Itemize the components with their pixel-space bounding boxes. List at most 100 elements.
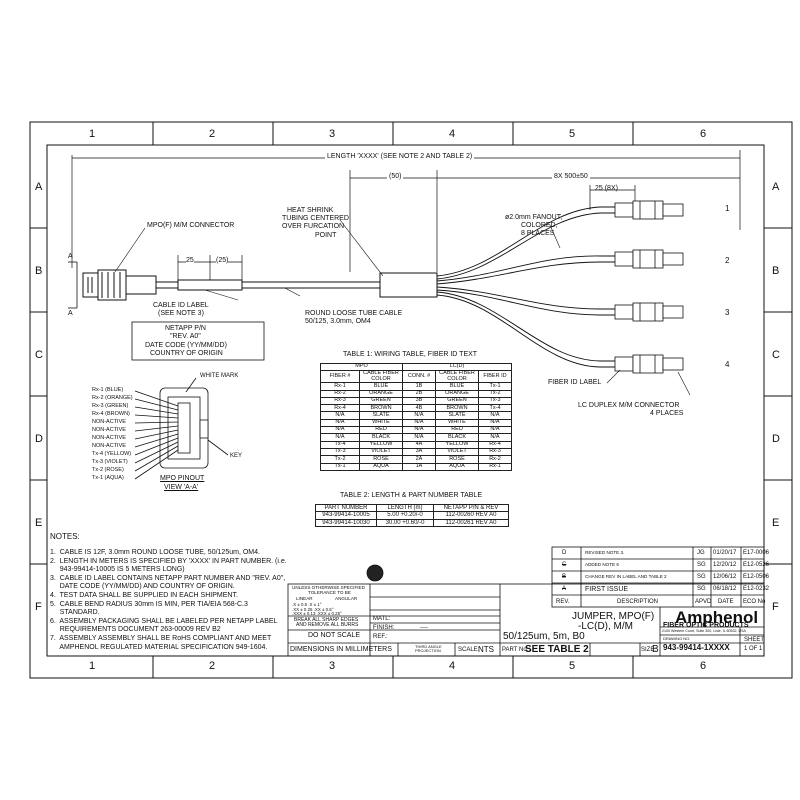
- revision-desc: REVISED NOTE 3.: [585, 550, 625, 555]
- division-name: FIBER OPTIC PRODUCTS: [663, 622, 749, 629]
- zone-row-a: A: [35, 181, 43, 193]
- table2-header: LENGTH (m): [376, 503, 434, 513]
- cable-id-callout-2: (SEE NOTE 3): [158, 310, 204, 317]
- company-logo-text: Amphenol: [675, 608, 759, 627]
- round-cable-callout-1: ROUND LOOSE TUBE CABLE: [305, 310, 403, 317]
- pinout-fiber-label: Rx-1 (BLUE): [92, 387, 124, 393]
- breakout-dim-label: 8X 500±50: [552, 173, 590, 180]
- size-value: B: [652, 644, 659, 655]
- revision-desc: FIRST ISSUE: [585, 586, 629, 593]
- table-cell: N/A: [478, 411, 512, 420]
- zone-col-2-bottom: 2: [209, 660, 216, 672]
- fiber-id-callout: FIBER ID LABEL: [548, 379, 602, 386]
- zone-row-e: E: [35, 517, 43, 529]
- table-cell: N/A: [320, 411, 360, 420]
- table-cell: N/A: [478, 418, 512, 428]
- label-box-line-4: COUNTRY OF ORIGIN: [150, 350, 223, 357]
- pinout-fiber-label: NON-ACTIVE: [92, 443, 126, 449]
- revision-apvd: SG: [697, 574, 706, 580]
- table-cell: 112-00261 REV A0: [433, 518, 509, 527]
- table-cell: Rx-4: [478, 440, 512, 449]
- drawing-title-3: 50/125um, 5m, B0: [503, 631, 585, 642]
- note-line: 4. TEST DATA SHALL BE SUPPLIED IN EACH S…: [50, 592, 238, 599]
- table-cell: Rx-1: [478, 462, 512, 471]
- heat-shrink-callout-2: TUBING CENTERED: [282, 215, 349, 222]
- pinout-title-1: MPO PINOUT: [160, 475, 205, 482]
- table-cell: 1B: [402, 382, 436, 391]
- table-cell: Tx-1: [320, 462, 360, 471]
- zone-row-c: C: [35, 349, 43, 361]
- table-cell: Tx-3: [320, 447, 360, 457]
- table-cell: Tx-4: [320, 440, 360, 449]
- zone-col-4: 4: [449, 128, 456, 140]
- table-cell: BROWN: [435, 404, 479, 413]
- zone-row-b-right: B: [772, 265, 780, 277]
- table-cell: Rx-4: [320, 404, 360, 413]
- note-line: 943-99414-10005 IS 5 METERS LONG): [50, 566, 185, 574]
- part-no-value: SEE TABLE 2: [525, 644, 589, 655]
- finish-label: FINISH:: [373, 625, 395, 631]
- table-cell: N/A: [402, 426, 436, 435]
- table-cell: Rx-2: [478, 455, 512, 464]
- mpo-pinout-drawing: [134, 377, 229, 480]
- fanout-callout-2: COLORED,: [521, 222, 558, 229]
- tolerance-linear: LINEAR: [296, 596, 313, 601]
- do-not-scale: DO NOT SCALE: [308, 632, 360, 639]
- part-no-label: PART No.:: [502, 647, 531, 653]
- table-cell: Rx-2: [320, 389, 360, 398]
- table-cell: 30.00 +0.60/-0: [376, 518, 434, 527]
- table-cell: VIOLET: [435, 447, 479, 457]
- fifty-dim-label: (50): [387, 173, 404, 180]
- heat-shrink-callout-1: HEAT SHRINK: [287, 207, 334, 214]
- lc-connectors: [614, 200, 684, 374]
- notes-title: NOTES:: [50, 532, 80, 541]
- zone-col-1: 1: [89, 128, 96, 140]
- leg-number-4: 4: [725, 360, 730, 369]
- table-cell: ORANGE: [359, 389, 403, 398]
- pinout-fiber-label: NON-ACTIVE: [92, 419, 126, 425]
- length-dimension: [71, 150, 741, 290]
- revision-apvd: SG: [697, 586, 706, 592]
- key-label: KEY: [230, 453, 243, 459]
- mpo-connector-callout: MPO(F) M/M CONNECTOR: [147, 222, 235, 229]
- pinout-fiber-label: Rx-2 (ORANGE): [92, 395, 133, 401]
- pinout-fiber-label: Tx-4 (YELLOW): [92, 451, 132, 457]
- table2-header: NETAPP P/N & REV: [433, 503, 509, 513]
- zone-col-2: 2: [209, 128, 216, 140]
- table-cell: BLUE: [435, 382, 479, 391]
- revision-date: 12/20/12: [713, 562, 737, 568]
- label-dim-25: 25: [186, 257, 194, 264]
- table-cell: BLUE: [359, 382, 403, 391]
- label-dim-25-ref: (25): [216, 257, 229, 264]
- revision-date: 01/20/17: [713, 550, 737, 556]
- table1-header: CONN. #: [402, 370, 436, 384]
- pinout-fiber-label: NON-ACTIVE: [92, 427, 126, 433]
- section-a-top: A: [68, 253, 73, 260]
- main-cable: [156, 272, 438, 298]
- tolerance-heading-1: UNLESS OTHERWISE SPECIFIED: [292, 585, 365, 590]
- note-line: 6. ASSEMBLY PACKAGING SHALL BE LABELED P…: [50, 617, 278, 625]
- table1-header: FIBER ID: [478, 370, 512, 384]
- rev-header-eco: ECO No: [743, 599, 766, 605]
- company-address: 2100 Western Court, Suite 300, Lisle, IL…: [662, 629, 746, 633]
- zone-col-6: 6: [700, 128, 707, 140]
- break-edges-1: BREAK ALL SHARP EDGES: [294, 617, 359, 623]
- table-cell: N/A: [478, 433, 512, 442]
- projection-label: THIRD ANGLE PROJECTION: [415, 644, 442, 653]
- table-cell: 5.00 +0.20/-0: [376, 511, 434, 520]
- table-cell: ROSE: [435, 455, 479, 464]
- table-cell: 2B: [402, 389, 436, 398]
- zone-row-f-right: F: [772, 601, 779, 613]
- rev-header-apvd: APVD: [695, 599, 712, 605]
- table-cell: Tx-2: [320, 455, 360, 464]
- tolerance-row-1: .X ± 0.5 .X ± 1°: [292, 602, 322, 607]
- fanout-callout-1: ø2.0mm FANOUT,: [505, 214, 563, 221]
- note-line: 2. LENGTH IN METERS IS SPECIFIED BY 'XXX…: [50, 557, 287, 565]
